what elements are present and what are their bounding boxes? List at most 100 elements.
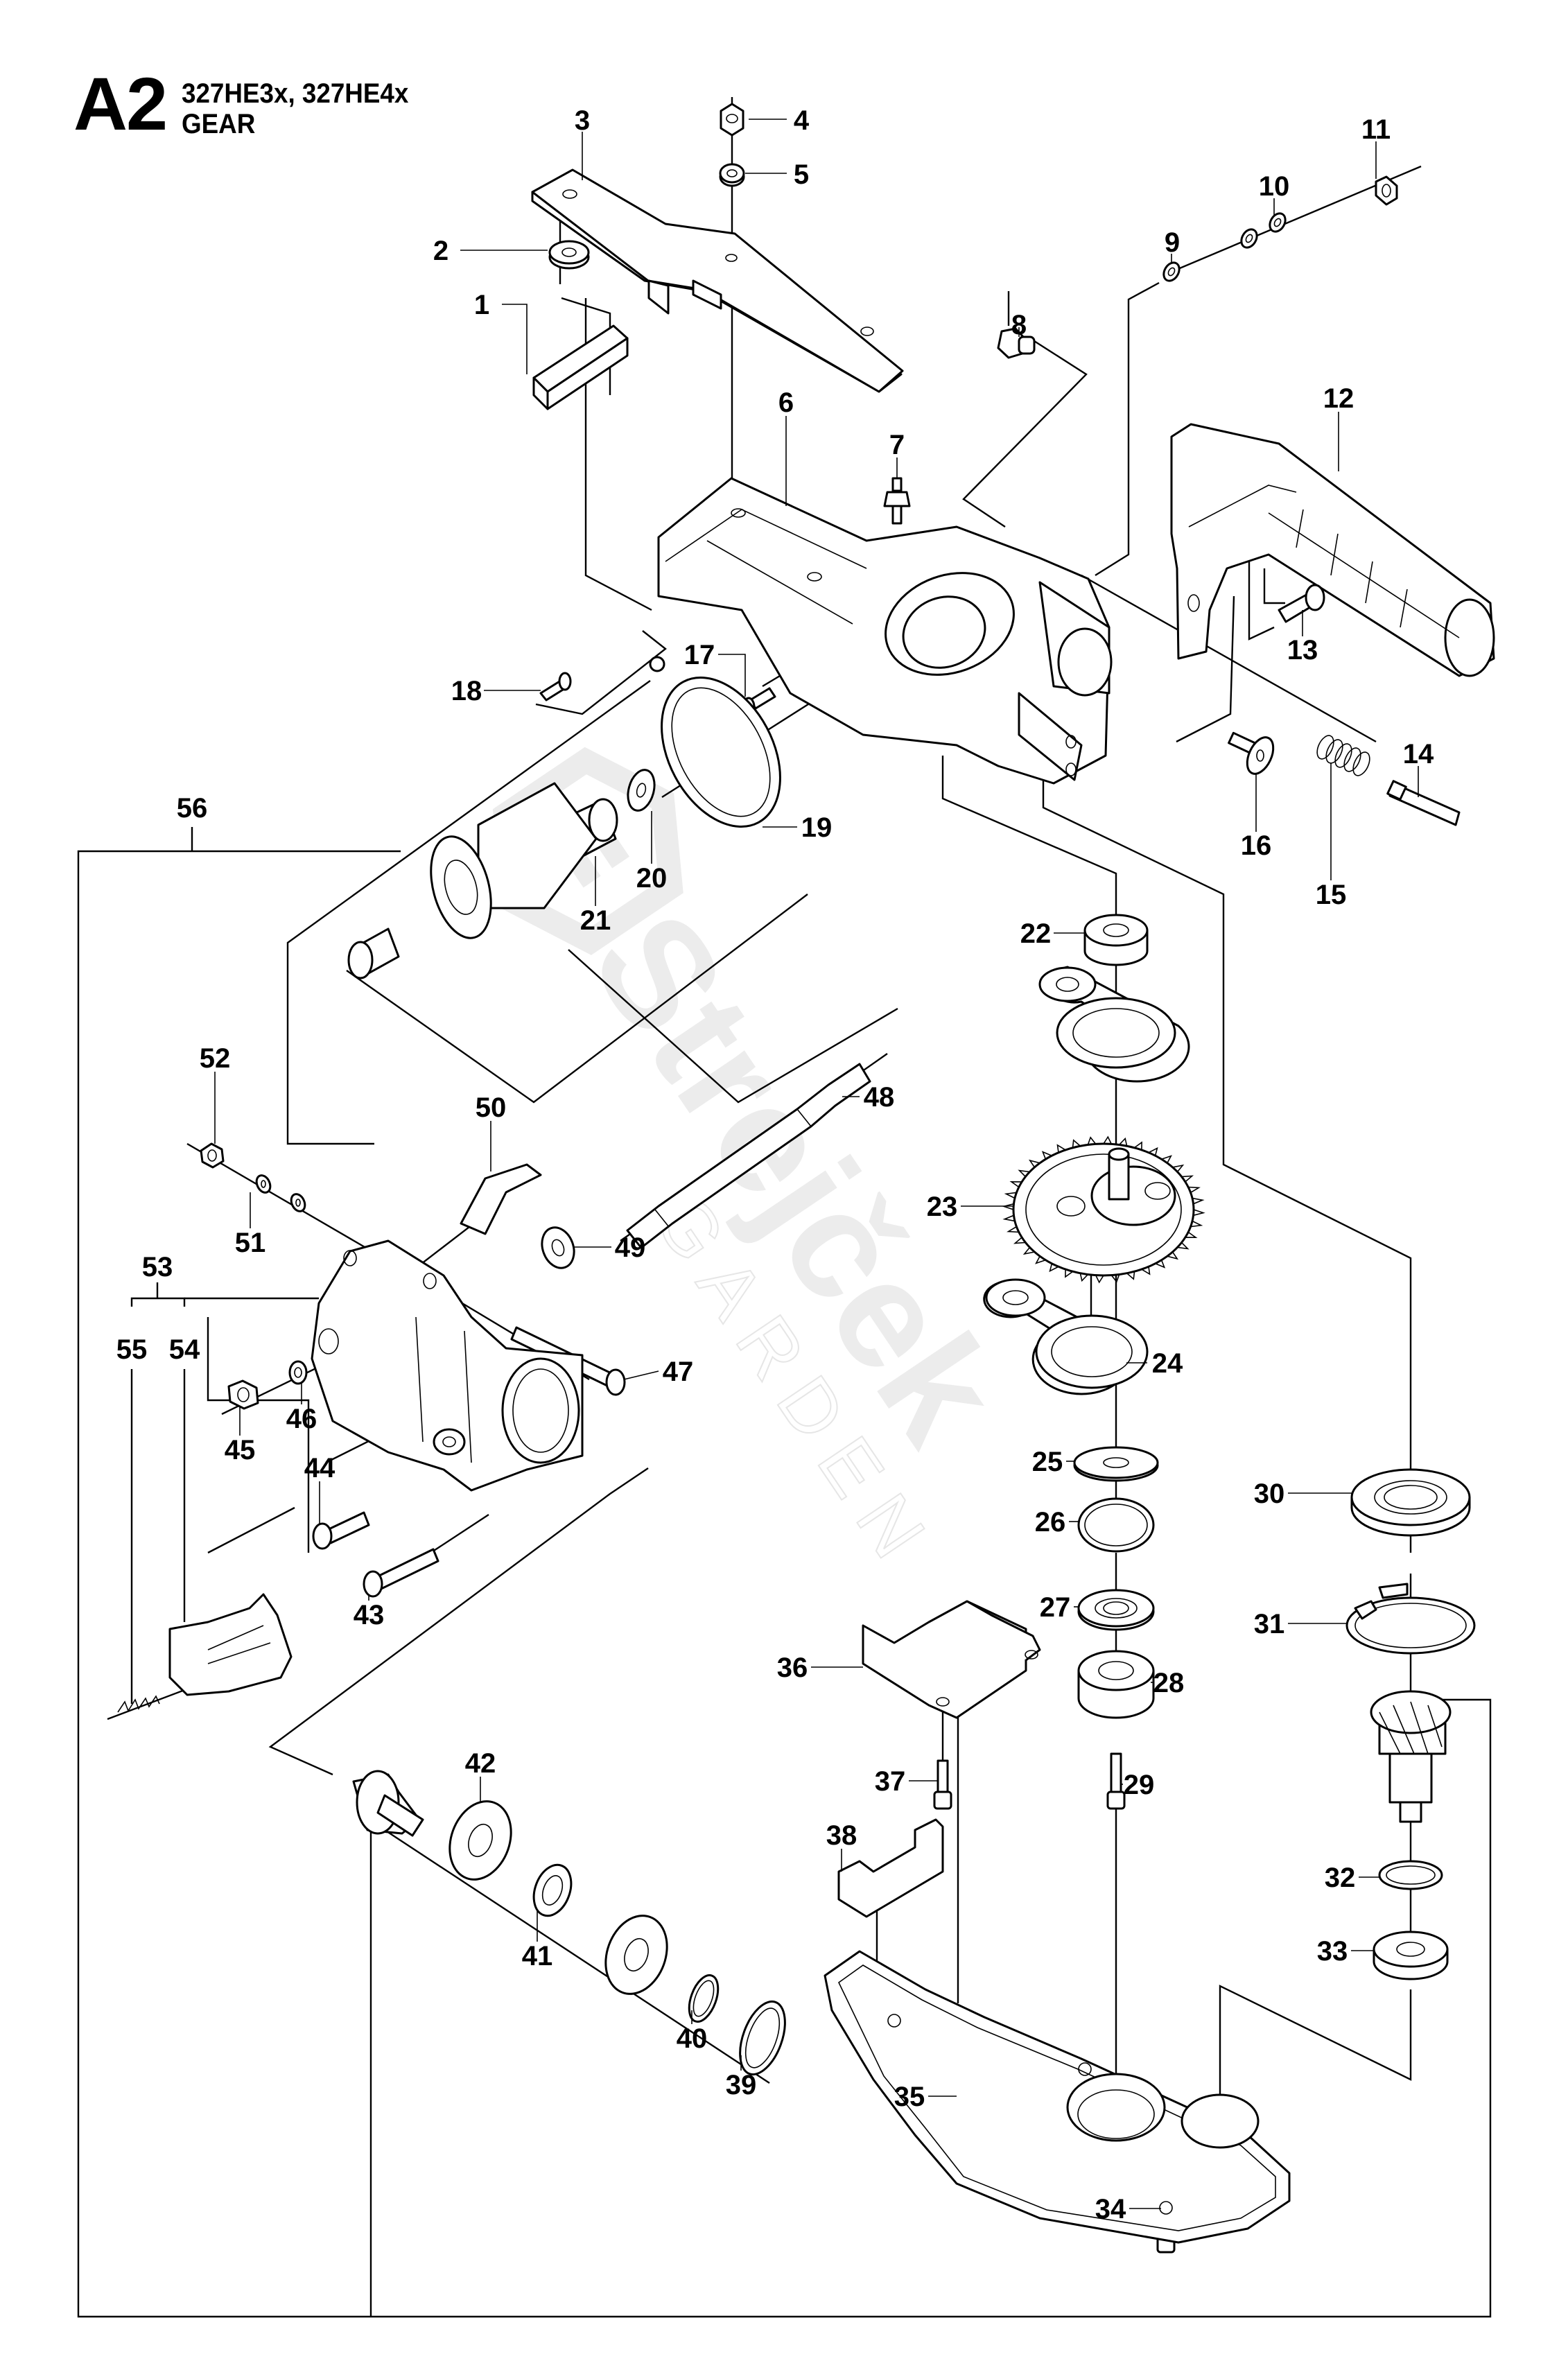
rod-upper-part: [1038, 966, 1190, 1083]
lever-part: [460, 1163, 542, 1235]
washer-20-part: [627, 769, 656, 812]
screw-18-part: [539, 672, 572, 702]
callout-54: 54: [169, 1334, 200, 1365]
callout-52: 52: [200, 1043, 231, 1074]
plug-screw-part: [997, 327, 1036, 359]
bevel-gear-part: [347, 782, 598, 979]
bearing-42-part: [448, 1800, 512, 1881]
rod-lower-part: [983, 1278, 1149, 1395]
callout-21: 21: [580, 905, 611, 936]
callout-43: 43: [354, 1600, 385, 1630]
callout-8: 8: [1011, 310, 1027, 340]
callout-38: 38: [826, 1820, 857, 1851]
callout-27: 27: [1040, 1592, 1071, 1623]
nut-11-part: [1375, 175, 1398, 206]
callout-29: 29: [1124, 1770, 1155, 1800]
callout-15: 15: [1316, 880, 1347, 910]
washer-5-part: [719, 163, 745, 187]
callout-22: 22: [1020, 918, 1052, 949]
callout-19: 19: [801, 812, 833, 843]
callout-11: 11: [1361, 114, 1391, 145]
callout-25: 25: [1032, 1447, 1063, 1477]
screw-13-part: [1278, 584, 1325, 623]
callout-10: 10: [1259, 171, 1290, 202]
callout-13: 13: [1287, 635, 1318, 665]
callout-47: 47: [663, 1357, 694, 1387]
spacer-38-part: [837, 1818, 944, 1918]
bearing-33-part: [1373, 1931, 1449, 1980]
washer-46-part: [288, 1360, 308, 1385]
callout-2: 2: [433, 236, 448, 266]
callout-42: 42: [465, 1748, 496, 1779]
spring-15-part: [1316, 735, 1370, 776]
guide-plate-part: [862, 1600, 1041, 1719]
bearing-28-part: [1077, 1650, 1155, 1719]
callout-6: 6: [778, 387, 794, 418]
gasket-part: [649, 656, 781, 828]
retaining-ring-32-part: [1378, 1860, 1443, 1890]
callout-46: 46: [286, 1404, 317, 1434]
washer-25-part: [1073, 1446, 1159, 1482]
kit-frame: [77, 827, 1492, 2318]
gear-cover-part: [824, 1950, 1291, 2244]
callout-5: 5: [794, 159, 809, 190]
callout-36: 36: [777, 1653, 808, 1683]
callout-45: 45: [225, 1435, 256, 1465]
callout-9: 9: [1165, 227, 1180, 258]
callout-56: 56: [177, 793, 208, 824]
section-title: GEAR: [182, 109, 256, 139]
callout-37: 37: [875, 1766, 906, 1797]
cover-54-part: [168, 1593, 293, 1696]
pin-part: [1386, 780, 1461, 826]
callout-32: 32: [1325, 1863, 1356, 1893]
washer-10a-part: [1240, 228, 1258, 249]
washer-27-part: [1077, 1589, 1155, 1631]
wave-washer-part: [1077, 1497, 1155, 1553]
pinion-gear-part: [1370, 1690, 1452, 1823]
bearing-30-part: [1350, 1468, 1471, 1537]
washer-9-part: [1162, 261, 1181, 282]
model-list: 327HE3x, 327HE4x: [182, 78, 409, 109]
callout-7: 7: [889, 430, 905, 460]
callout-3: 3: [575, 105, 590, 136]
screw-43-part: [363, 1548, 439, 1598]
nut-52-part: [200, 1142, 225, 1169]
callout-44: 44: [304, 1453, 336, 1483]
callout-23: 23: [927, 1192, 958, 1222]
callout-31: 31: [1254, 1609, 1285, 1639]
retaining-ring-40-part: [688, 1974, 720, 2023]
callout-33: 33: [1317, 1936, 1348, 1967]
callout-24: 24: [1152, 1348, 1183, 1379]
gear-wheel-part: [1002, 1135, 1205, 1284]
handle-part: [1170, 423, 1495, 677]
callout-20: 20: [636, 863, 668, 894]
screw-37-part: [933, 1759, 952, 1810]
callout-40: 40: [677, 2023, 708, 2054]
callout-16: 16: [1241, 830, 1272, 861]
spring-55-part: [117, 1695, 160, 1713]
callout-55: 55: [116, 1334, 148, 1365]
washer-49-part: [541, 1226, 575, 1269]
retaining-ring-31-part: [1345, 1583, 1476, 1655]
bearing-22-part: [1083, 914, 1149, 966]
callout-12: 12: [1323, 383, 1354, 414]
callout-1: 1: [474, 290, 489, 320]
washer-10b-part: [1269, 212, 1287, 233]
bracket-plate-part: [531, 168, 904, 393]
parts: [117, 103, 1495, 2254]
washer-51b-part: [290, 1193, 306, 1212]
callout-26: 26: [1035, 1507, 1066, 1537]
section-code: A2: [73, 62, 168, 146]
callout-18: 18: [451, 676, 482, 706]
callout-34: 34: [1095, 2194, 1126, 2224]
retaining-ring-39-part: [739, 2000, 786, 2076]
plunger-part: [1228, 731, 1275, 775]
nut-45-part: [227, 1379, 259, 1410]
washer-2-part: [548, 240, 590, 270]
callout-50: 50: [476, 1092, 507, 1123]
callout-41: 41: [522, 1941, 553, 1971]
spacer-block-part: [532, 324, 629, 410]
angle-housing-part: [311, 1239, 584, 1492]
nut-4-part: [720, 103, 744, 137]
